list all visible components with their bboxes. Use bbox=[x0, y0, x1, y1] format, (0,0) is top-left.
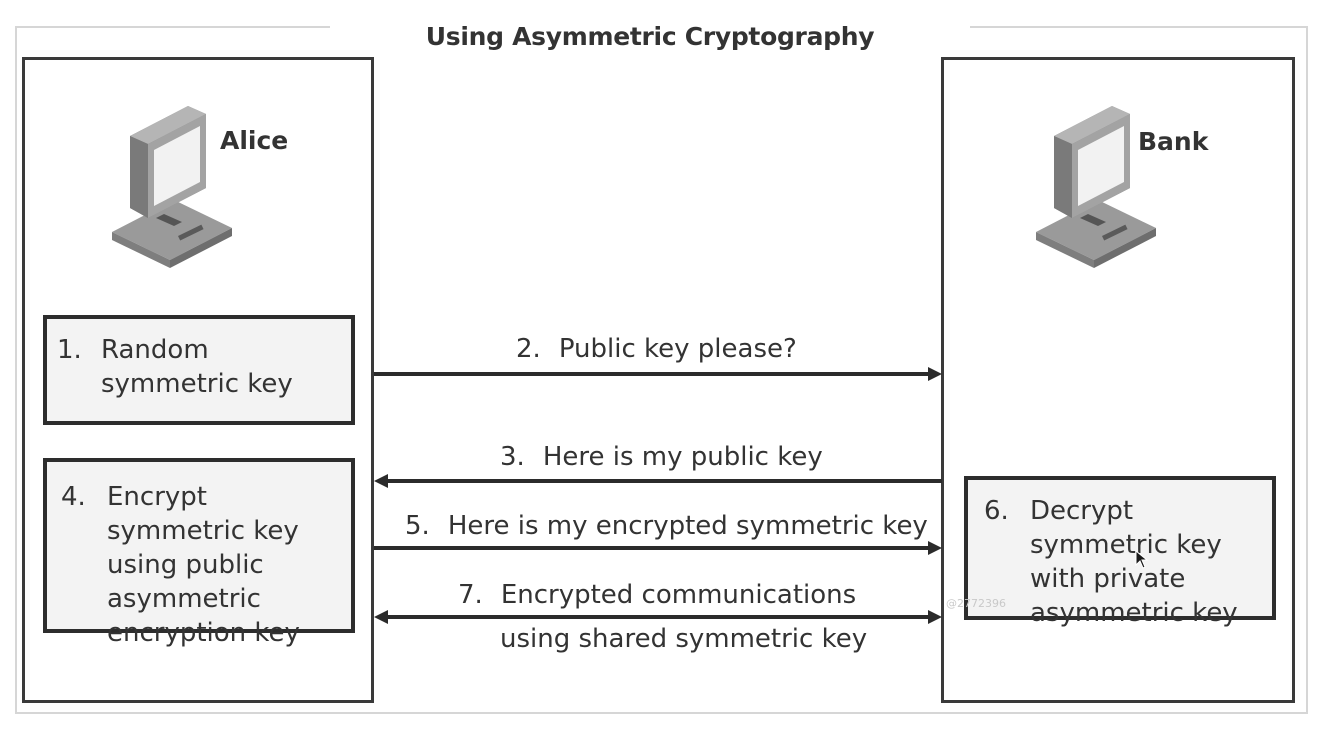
step-6-number: 6. bbox=[984, 496, 1009, 526]
step-1-text: Random symmetric key bbox=[101, 335, 293, 399]
diagram-title: Using Asymmetric Cryptography bbox=[330, 22, 970, 51]
step-1-box: 1. Random symmetric key bbox=[43, 315, 355, 425]
message-3-label: 3. Here is my public key bbox=[500, 442, 823, 472]
arrowhead-5 bbox=[928, 541, 942, 555]
step-4-box: 4. Encrypt symmetric key using public as… bbox=[43, 458, 355, 648]
step-6-text: Decrypt symmetric key with private asymm… bbox=[1030, 496, 1238, 628]
message-7-label: 7. Encrypted communications bbox=[458, 580, 856, 610]
step-1-number: 1. bbox=[57, 335, 82, 365]
arrowhead-3 bbox=[374, 474, 388, 488]
message-7-text: Encrypted communications bbox=[500, 580, 857, 610]
message-5-label: 5. Here is my encrypted symmetric key bbox=[405, 511, 928, 541]
message-2-label: 2. Public key please? bbox=[516, 334, 797, 364]
message-5-text: Here is my encrypted symmetric key bbox=[447, 511, 928, 541]
bank-label: Bank bbox=[1138, 127, 1209, 156]
step-6-box: 6. Decrypt symmetric key with private as… bbox=[964, 476, 1276, 628]
step-4-text: Encrypt symmetric key using public asymm… bbox=[107, 482, 300, 648]
message-2-number: 2. bbox=[516, 334, 541, 364]
computer-icon bbox=[112, 106, 232, 268]
arrowhead-2 bbox=[928, 367, 942, 381]
mouse-cursor-icon bbox=[1135, 550, 1149, 569]
message-7-text-line2: using shared symmetric key bbox=[500, 624, 868, 654]
computer-icon bbox=[1036, 106, 1156, 268]
watermark: @2772396 bbox=[946, 597, 1006, 610]
arrowhead-7-right bbox=[928, 610, 942, 624]
message-3-text: Here is my public key bbox=[542, 442, 823, 472]
arrowhead-7-left bbox=[374, 610, 388, 624]
message-2-text: Public key please? bbox=[558, 334, 797, 364]
step-4-number: 4. bbox=[61, 482, 86, 512]
message-3-number: 3. bbox=[500, 442, 525, 472]
alice-label: Alice bbox=[220, 126, 289, 155]
message-5-number: 5. bbox=[405, 511, 430, 541]
message-7-number: 7. bbox=[458, 580, 483, 610]
